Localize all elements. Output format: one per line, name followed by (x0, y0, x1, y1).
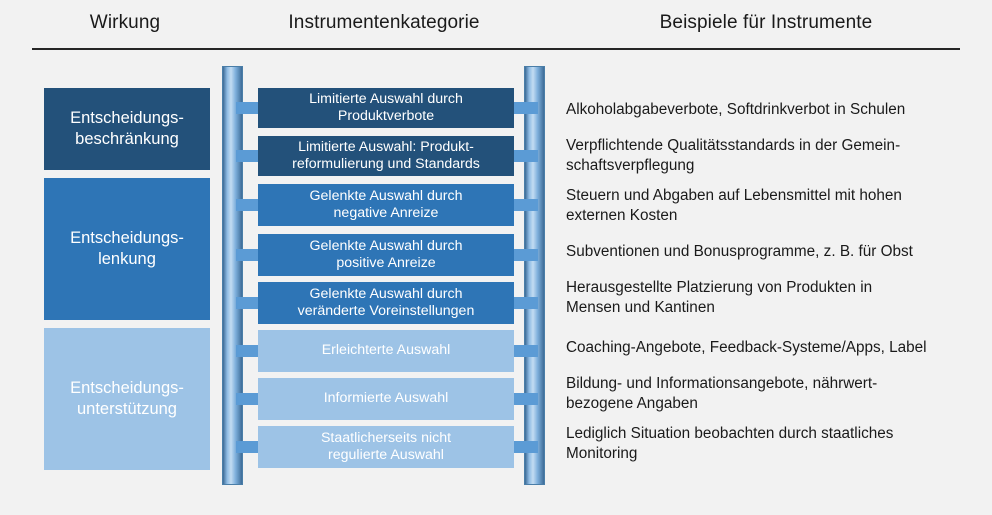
example-text-2: Steuern und Abgaben auf Lebensmittel mit… (566, 187, 902, 224)
ladder-rail-left (222, 66, 243, 485)
ladder-rung-right-5 (508, 345, 538, 357)
instrument-box-1[interactable]: Limitierte Auswahl: Produkt-reformulieru… (258, 136, 514, 176)
instrument-box-label-5: Erleichterte Auswahl (321, 342, 451, 359)
header-beispiele: Beispiele für Instrumente (659, 12, 873, 33)
ladder-rung-right-0 (508, 102, 538, 114)
example-text-4: Herausgestellte Platzierung von Produkte… (566, 279, 873, 316)
example-text-1: Verpflichtende Qualitätsstandards in der… (566, 137, 901, 174)
header-wirkung: Wirkung (89, 12, 161, 33)
example-text-6: Bildung- und Informationsangebote, nährw… (566, 375, 878, 412)
example-text-5: Coaching-Angebote, Feedback-Systeme/Apps… (566, 339, 927, 356)
ladder-rung-right-4 (508, 297, 538, 309)
header-instrumentenkategorie: Instrumentenkategorie (288, 12, 480, 33)
ladder-rung-right-3 (508, 249, 538, 261)
wirkung-box-entscheidungsunterstuetzung[interactable]: Entscheidungs-unterstützung (44, 328, 210, 470)
instrument-box-label-1: Limitierte Auswahl: Produkt-reformulieru… (292, 138, 480, 172)
ladder-rung-right-7 (508, 441, 538, 453)
wirkung-box-entscheidungsbeschraenkung[interactable]: Entscheidungs-beschränkung (44, 88, 210, 170)
instrument-box-label-6: Informierte Auswahl (323, 390, 449, 407)
column-headers: Wirkung Instrumentenkategorie Beispiele … (0, 12, 992, 46)
ladder-rung-right-2 (508, 199, 538, 211)
example-text-0: Alkoholabgabeverbote, Softdrinkverbot in… (566, 101, 906, 118)
instrument-box-6[interactable]: Informierte Auswahl (258, 378, 514, 420)
instrument-box-5[interactable]: Erleichterte Auswahl (258, 330, 514, 372)
ladder-rung-right-6 (508, 393, 538, 405)
ladder-rung-right-1 (508, 150, 538, 162)
ladder-rail-right (524, 66, 545, 485)
wirkung-box-entscheidungslenkung[interactable]: Entscheidungs-lenkung (44, 178, 210, 320)
example-text-3: Subventionen und Bonusprogramme, z. B. f… (566, 243, 913, 260)
header-divider-rule (32, 48, 960, 50)
example-text-7: Lediglich Situation beobachten durch sta… (566, 425, 894, 462)
